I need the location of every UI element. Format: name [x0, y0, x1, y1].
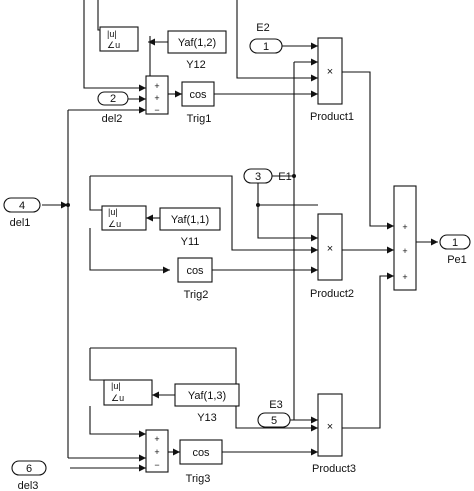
port-number: 1: [452, 237, 458, 249]
sum-block-3[interactable]: + + −: [145, 429, 169, 473]
sum-block-1[interactable]: + + −: [145, 75, 169, 115]
inport-del3[interactable]: 6 del3: [11, 460, 47, 491]
block-label: Product1: [310, 111, 354, 123]
block-text: cos: [189, 89, 207, 101]
block-label: Y13: [197, 412, 217, 424]
port-label: E3: [269, 399, 282, 411]
sign-plus: +: [402, 272, 407, 282]
block-text: Yaf(1,2): [178, 37, 216, 49]
port-label: del2: [102, 113, 123, 125]
outport-pe1[interactable]: 1 Pe1: [439, 234, 471, 266]
block-label: Y12: [186, 59, 206, 71]
constant-y12[interactable]: Yaf(1,2) Y12: [167, 30, 227, 71]
block-label: Product3: [312, 463, 356, 475]
port-label: del3: [18, 480, 39, 491]
port-label: del1: [10, 217, 31, 229]
sign-minus: −: [154, 105, 159, 115]
angle-label: ∠u: [111, 393, 124, 403]
sign-plus: +: [402, 222, 407, 232]
product-block-1[interactable]: × Product1: [310, 37, 354, 123]
trig-block-1[interactable]: cos Trig1: [181, 81, 215, 125]
block-label: Trig2: [184, 289, 209, 301]
port-number: 4: [19, 200, 25, 212]
port-label: E1: [278, 171, 291, 183]
block-symbol: ×: [327, 243, 333, 255]
sum-block-total[interactable]: + + +: [393, 185, 417, 291]
block-label: Trig1: [187, 113, 212, 125]
constant-y13[interactable]: Yaf(1,3) Y13: [174, 383, 240, 424]
mag-label: |u|: [111, 381, 121, 391]
sign-minus: −: [154, 460, 159, 470]
angle-label: ∠u: [108, 219, 121, 229]
inport-e2[interactable]: 1 E2: [249, 22, 283, 54]
product-block-3[interactable]: × Product3: [312, 393, 356, 475]
port-number: 6: [26, 463, 32, 475]
mag-label: |u|: [108, 207, 118, 217]
sign-plus: +: [154, 93, 159, 103]
inport-e1[interactable]: 3 E1: [243, 168, 292, 184]
inport-del2[interactable]: 2 del2: [97, 91, 129, 125]
angle-label: ∠u: [107, 40, 120, 50]
block-text: Yaf(1,3): [188, 390, 226, 402]
signal-lines: [42, 0, 438, 472]
port-number: 5: [271, 415, 277, 427]
block-text: cos: [192, 447, 210, 459]
port-number: 2: [110, 93, 116, 105]
sign-plus: +: [402, 246, 407, 256]
block-symbol: ×: [327, 421, 333, 433]
complex-to-mag-angle-2[interactable]: |u| ∠u: [101, 205, 147, 231]
port-number: 1: [263, 41, 269, 53]
complex-to-mag-angle-1[interactable]: |u| ∠u: [99, 26, 139, 52]
port-label: E2: [256, 22, 269, 34]
inport-e3[interactable]: 5 E3: [257, 399, 291, 428]
port-label: Pe1: [447, 254, 467, 266]
block-label: Y11: [181, 236, 200, 248]
sign-plus: +: [154, 447, 159, 457]
complex-to-mag-angle-3[interactable]: |u| ∠u: [103, 379, 153, 406]
trig-block-3[interactable]: cos Trig3: [179, 439, 223, 485]
port-number: 3: [255, 171, 261, 183]
product-block-2[interactable]: × Product2: [310, 213, 354, 300]
sign-plus: +: [154, 434, 159, 444]
constant-y11[interactable]: Yaf(1,1) Y11: [159, 207, 221, 248]
mag-label: |u|: [107, 29, 117, 39]
block-label: Product2: [310, 288, 354, 300]
sign-plus: +: [154, 81, 159, 91]
block-label: Trig3: [186, 473, 211, 485]
block-text: cos: [186, 265, 204, 277]
block-symbol: ×: [327, 66, 333, 78]
inport-del1[interactable]: 4 del1: [3, 197, 41, 229]
block-text: Yaf(1,1): [171, 214, 209, 226]
trig-block-2[interactable]: cos Trig2: [177, 257, 213, 301]
